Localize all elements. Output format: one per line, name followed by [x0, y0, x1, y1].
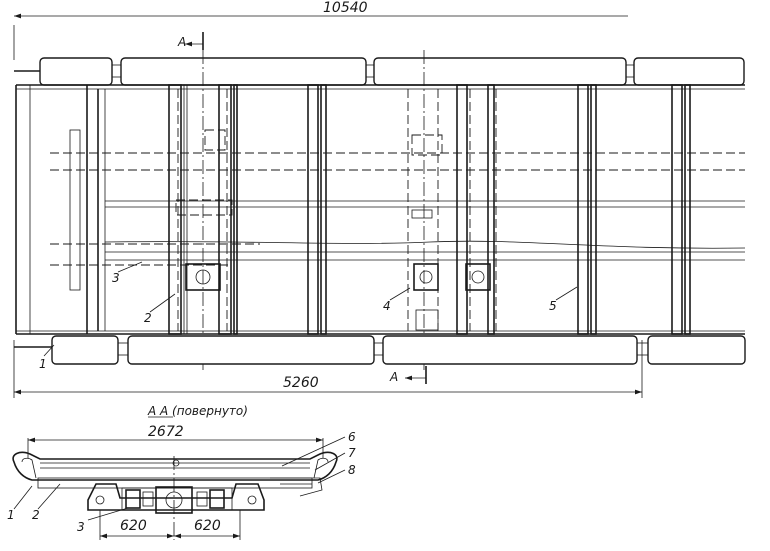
dimension-section-width-text: 2672 — [148, 424, 184, 440]
section-body — [12, 451, 338, 497]
section-title: А А (повернуто) — [147, 404, 248, 418]
dimension-half-spacing: 620 620 — [99, 510, 241, 540]
plan-callout-3: 3 — [112, 271, 120, 285]
dimension-base-length: 5260 — [13, 340, 643, 398]
dimension-overall-length-text: 10540 — [323, 0, 368, 16]
dimension-half-spacing-left-text: 620 — [120, 518, 147, 534]
plan-callout-4: 4 — [383, 299, 391, 313]
dimension-half-spacing-right-text: 620 — [194, 518, 221, 534]
section-callout-6: 6 — [348, 430, 356, 444]
section-callout-3: 3 — [77, 520, 85, 534]
section-callout-8: 8 — [348, 463, 356, 477]
section-marker-bottom: A — [389, 366, 427, 384]
section-view: А А (повернуто) 2672 — [7, 404, 356, 540]
plan-callout-1: 1 — [39, 357, 47, 371]
section-marker-top: A — [177, 32, 204, 50]
dimension-base-length-text: 5260 — [283, 375, 319, 391]
cross-members — [168, 84, 691, 335]
section-marker-top-label: A — [177, 35, 186, 49]
centre-lines — [202, 50, 425, 370]
section-marker-bottom-label: A — [389, 370, 398, 384]
dimension-overall-length: 10540 — [13, 0, 628, 60]
hidden-lines — [50, 89, 745, 331]
plan-callout-2: 2 — [144, 311, 152, 325]
plan-callouts: 1 2 3 4 5 — [39, 261, 578, 371]
plan-view: 10540 A — [13, 0, 746, 398]
plan-callout-5: 5 — [549, 299, 557, 313]
bottom-rollers — [14, 335, 746, 365]
section-callout-7: 7 — [348, 446, 356, 460]
frame-outline — [14, 70, 746, 335]
bogie-assemblies — [185, 209, 491, 331]
section-callout-2: 2 — [32, 508, 40, 522]
dimension-section-width: 2672 — [27, 424, 324, 458]
top-rollers — [39, 57, 745, 86]
section-lower-frame — [87, 456, 265, 540]
section-callouts: 1 2 3 6 7 8 — [7, 430, 356, 534]
section-callout-1: 1 — [7, 508, 15, 522]
